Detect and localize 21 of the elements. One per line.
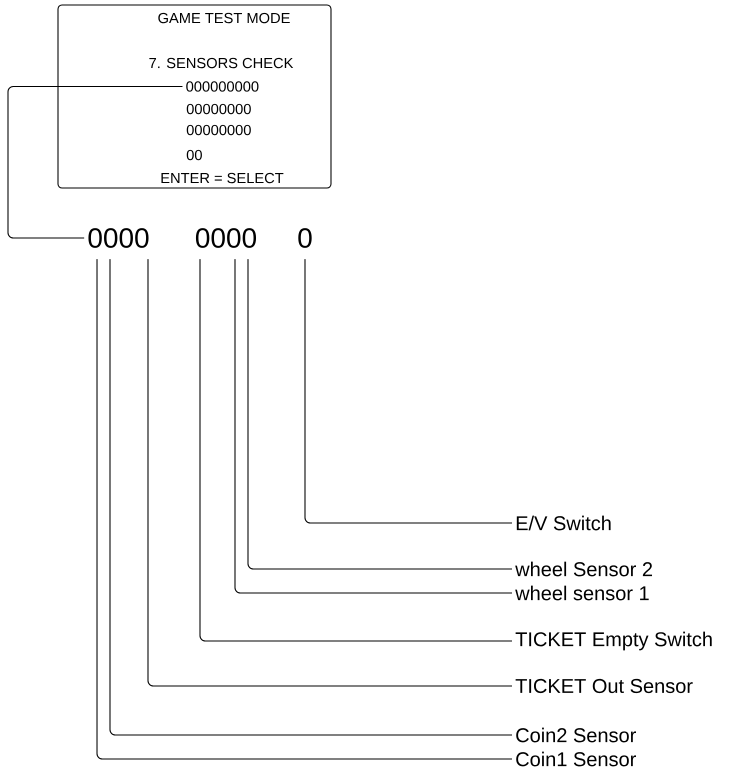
- screen-text: 00: [186, 150, 202, 160]
- leader-line: [304, 259, 512, 524]
- leader-line: [199, 259, 512, 642]
- sensor-label: TICKET Empty Switch: [516, 632, 712, 650]
- screen-text: 00000000: [186, 124, 251, 136]
- leader-line: [147, 259, 512, 687]
- screen-text: 00000000: [186, 104, 251, 114]
- sensor-label: wheel sensor 1: [515, 586, 649, 600]
- screen-text: 000000000: [186, 81, 258, 92]
- sensor-label: wheel Sensor 2: [515, 562, 652, 576]
- digit-group: 0000: [196, 228, 256, 248]
- sensor-label: TICKET Out Sensor: [516, 678, 693, 694]
- digit-group: 0000: [88, 228, 149, 248]
- screen-text: ENTER = SELECT: [161, 172, 284, 184]
- screen-text: GAME TEST MODE: [158, 12, 290, 24]
- sensor-label: Coin2 Sensor: [516, 728, 636, 742]
- screen-text: 7. SENSORS CHECK: [149, 58, 294, 68]
- sensor-label: E/V Switch: [516, 516, 611, 530]
- sensor-label: Coin1 Sensor: [516, 752, 636, 766]
- leader-line: [7, 86, 182, 239]
- digit-group: 0: [298, 228, 312, 248]
